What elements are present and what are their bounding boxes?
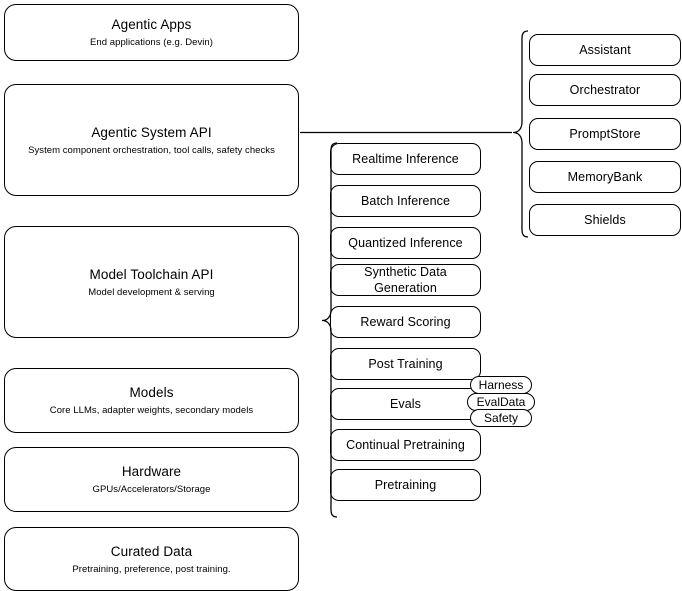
layer-hardware[interactable]: Hardware GPUs/Accelerators/Storage: [4, 447, 299, 512]
eval-subcomponent-label: Harness: [478, 378, 524, 392]
system-component-label: MemoryBank: [567, 170, 643, 184]
capability-post-training[interactable]: Post Training: [330, 348, 481, 380]
system-component-shields[interactable]: Shields: [529, 204, 681, 236]
eval-subcomponent-label: EvalData: [476, 395, 526, 409]
system-component-label: Shields: [584, 213, 626, 227]
capability-label: Batch Inference: [360, 194, 451, 208]
system-component-label: Orchestrator: [569, 83, 641, 97]
capability-realtime-inference[interactable]: Realtime Inference: [330, 143, 481, 175]
capability-label: Quantized Inference: [348, 236, 463, 250]
layer-title: Models: [129, 385, 174, 400]
capability-label: Pretraining: [374, 478, 437, 492]
eval-subcomponent-harness[interactable]: Harness: [470, 376, 532, 394]
layer-subtitle: Model development & serving: [88, 286, 215, 298]
eval-subcomponent-label: Safety: [483, 411, 519, 425]
layer-title: Agentic Apps: [111, 17, 192, 32]
layer-agentic-system-api[interactable]: Agentic System API System component orch…: [4, 84, 299, 196]
layer-subtitle: Core LLMs, adapter weights, secondary mo…: [49, 405, 254, 416]
capability-continual-pretraining[interactable]: Continual Pretraining: [330, 429, 481, 461]
layer-title: Curated Data: [110, 543, 193, 559]
capability-label: Reward Scoring: [360, 315, 451, 329]
layer-subtitle: System component orchestration, tool cal…: [28, 144, 275, 156]
capability-quantized-inference[interactable]: Quantized Inference: [330, 227, 481, 259]
layer-subtitle: GPUs/Accelerators/Storage: [92, 484, 211, 495]
layer-agentic-apps[interactable]: Agentic Apps End applications (e.g. Devi…: [4, 4, 299, 61]
layer-title: Hardware: [121, 464, 182, 479]
system-component-label: Assistant: [579, 43, 631, 57]
capability-label: Continual Pretraining: [346, 438, 465, 452]
capability-batch-inference[interactable]: Batch Inference: [330, 185, 481, 217]
layer-subtitle: Pretraining, preference, post training.: [72, 563, 231, 575]
capability-evals[interactable]: Evals: [330, 388, 481, 420]
system-component-assistant[interactable]: Assistant: [529, 34, 681, 66]
capability-label: Evals: [389, 397, 422, 411]
layer-curated-data[interactable]: Curated Data Pretraining, preference, po…: [4, 527, 299, 591]
system-component-orchestrator[interactable]: Orchestrator: [529, 74, 681, 106]
layer-title: Agentic System API: [91, 124, 212, 140]
capability-synthetic-data-generation[interactable]: Synthetic Data Generation: [330, 264, 481, 296]
system-component-memorybank[interactable]: MemoryBank: [529, 161, 681, 193]
layer-title: Model Toolchain API: [89, 266, 214, 282]
layer-models[interactable]: Models Core LLMs, adapter weights, secon…: [4, 368, 299, 433]
system-component-promptstore[interactable]: PromptStore: [529, 118, 681, 150]
system-component-label: PromptStore: [569, 127, 641, 141]
eval-subcomponent-safety[interactable]: Safety: [470, 409, 532, 427]
capability-label: Realtime Inference: [352, 152, 459, 166]
layer-subtitle: End applications (e.g. Devin): [90, 37, 213, 48]
capability-reward-scoring[interactable]: Reward Scoring: [330, 306, 481, 338]
capability-pretraining[interactable]: Pretraining: [330, 469, 481, 501]
capability-label: Synthetic Data Generation: [364, 265, 447, 295]
layer-model-toolchain-api[interactable]: Model Toolchain API Model development & …: [4, 226, 299, 338]
system-components-brace: [512, 30, 529, 238]
capability-label: Post Training: [368, 357, 443, 371]
